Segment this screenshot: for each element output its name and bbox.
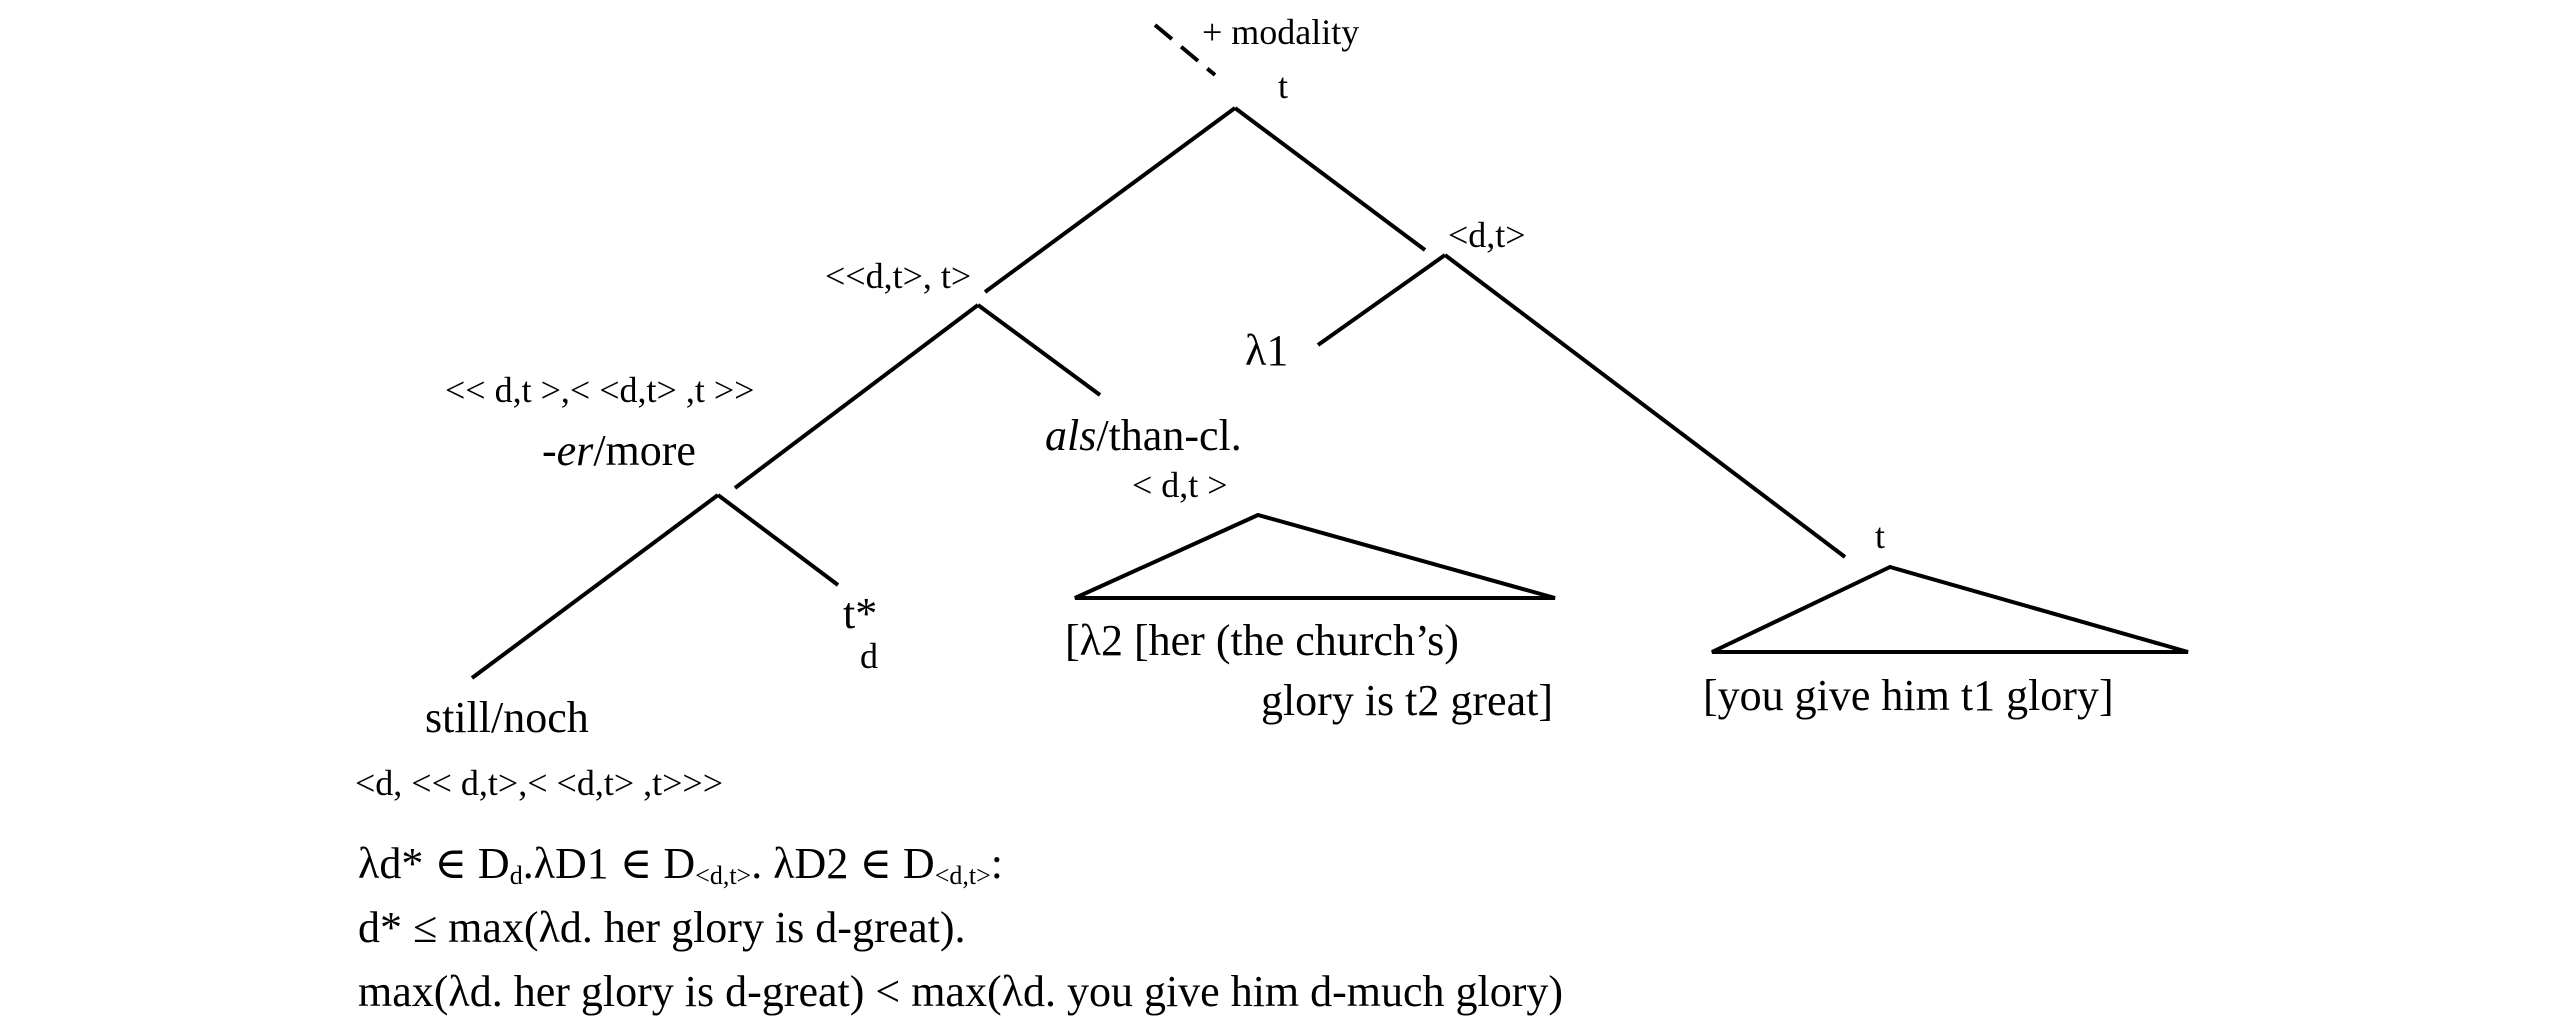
comparative-type-label: << d,t >,< <d,t> ,t >> (445, 370, 754, 410)
matrix-content-label: [you give him t1 glory] (1703, 671, 2114, 720)
semantics-line-1: λd* ∈ Dd.λD1 ∈ D<d,t>. λD2 ∈ D<d,t>: (358, 839, 1003, 890)
matrix-triangle (1711, 564, 2189, 654)
lambda-node-type-label: <d,t> (1448, 215, 1526, 255)
quantifier-right-branch (976, 303, 1102, 397)
semantics-line-3: max(λd. her glory is d-great) < max(λd. … (358, 967, 1563, 1016)
comparative-morpheme-label: -er/more (542, 426, 696, 475)
root-type-label: t (1278, 66, 1288, 106)
than-clause-triangle (1074, 512, 1556, 600)
modality-dashed-branch (1153, 23, 1217, 77)
matrix-type-label: t (1875, 516, 1885, 556)
quantifier-left-branch (733, 303, 980, 490)
comparative-right-branch (716, 493, 840, 587)
than-clause-content-line1: [λ2 [her (the church’s) (1065, 616, 1459, 665)
lambda-right-branch (1443, 253, 1847, 559)
comparative-left-branch (470, 493, 720, 680)
root-left-branch (983, 106, 1237, 294)
degree-quantifier-type-label: <<d,t>, t> (825, 256, 971, 296)
lambda-left-branch (1316, 253, 1447, 347)
trace-subscript-label: d (860, 636, 878, 676)
than-clause-content-line2: glory is t2 great] (1261, 676, 1553, 725)
than-clause-type-label: < d,t > (1132, 465, 1228, 505)
than-clause-label: als/than-cl. (1045, 411, 1242, 460)
semantics-line-2: d* ≤ max(λd. her glory is d-great). (358, 903, 966, 952)
trace-label: t* (843, 589, 877, 638)
lambda-binder-label: λ1 (1245, 326, 1288, 375)
root-right-branch (1233, 106, 1427, 252)
still-type-label: <d, << d,t>,< <d,t> ,t>>> (355, 763, 723, 803)
still-label: still/noch (425, 693, 589, 742)
modality-label: + modality (1202, 12, 1359, 52)
